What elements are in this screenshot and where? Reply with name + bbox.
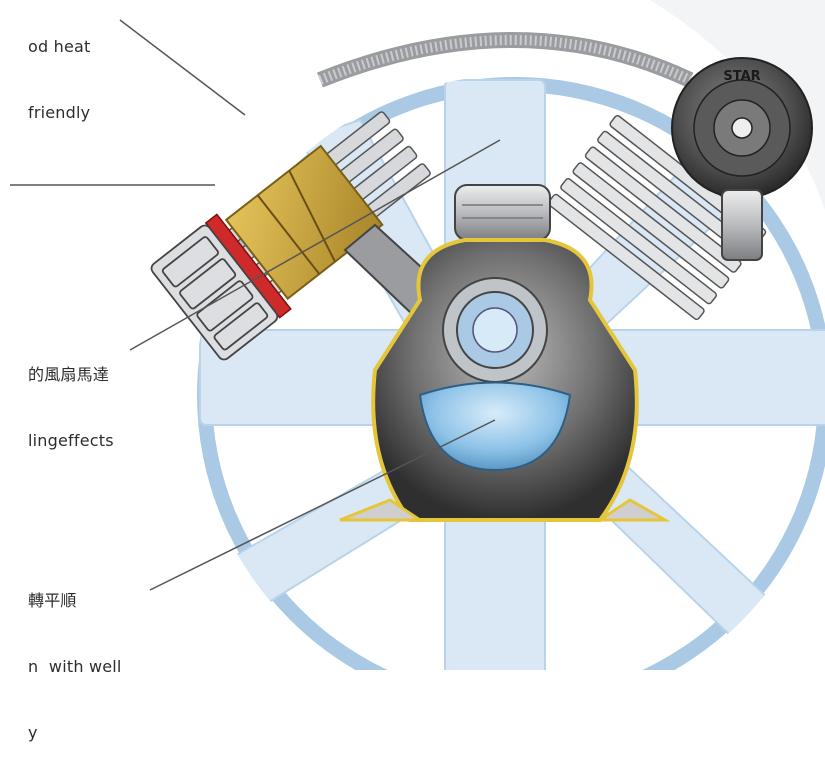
compressor-diagram: STAR [10,0,825,670]
cylinder-head [150,224,279,361]
callout-3-line-2: lingeffects [28,431,114,450]
callout-4-line-3: y [28,723,38,742]
callout-line-3 [129,139,501,351]
center-valve-cap [454,184,551,241]
callout-4-line-1: 轉平順 [28,591,77,610]
crankcase [339,238,671,522]
mount-foot-left [339,498,425,522]
callout-lines [10,19,501,591]
pressure-switch-brand: STAR [723,69,760,84]
callout-1-line-2: friendly [28,103,91,122]
callout-line-4 [149,419,496,591]
callout-4-line-2: n with well [28,657,122,676]
transfer-tube [317,32,694,88]
callout-text-4: 轉平順 n with well y [28,546,122,766]
background-swoosh [650,0,825,210]
left-cylinder [150,111,431,361]
oil-sight-window [418,381,572,472]
callout-line-1 [119,19,246,116]
callout-1-line-1: od heat [28,37,91,56]
callout-text-1: od heat friendly [28,0,91,146]
callout-text-3: 的風扇馬達 lingeffects [28,320,114,474]
callout-3-line-1: 的風扇馬達 [28,365,110,384]
pressure-switch: STAR [671,57,813,261]
mount-foot-right [595,498,671,522]
